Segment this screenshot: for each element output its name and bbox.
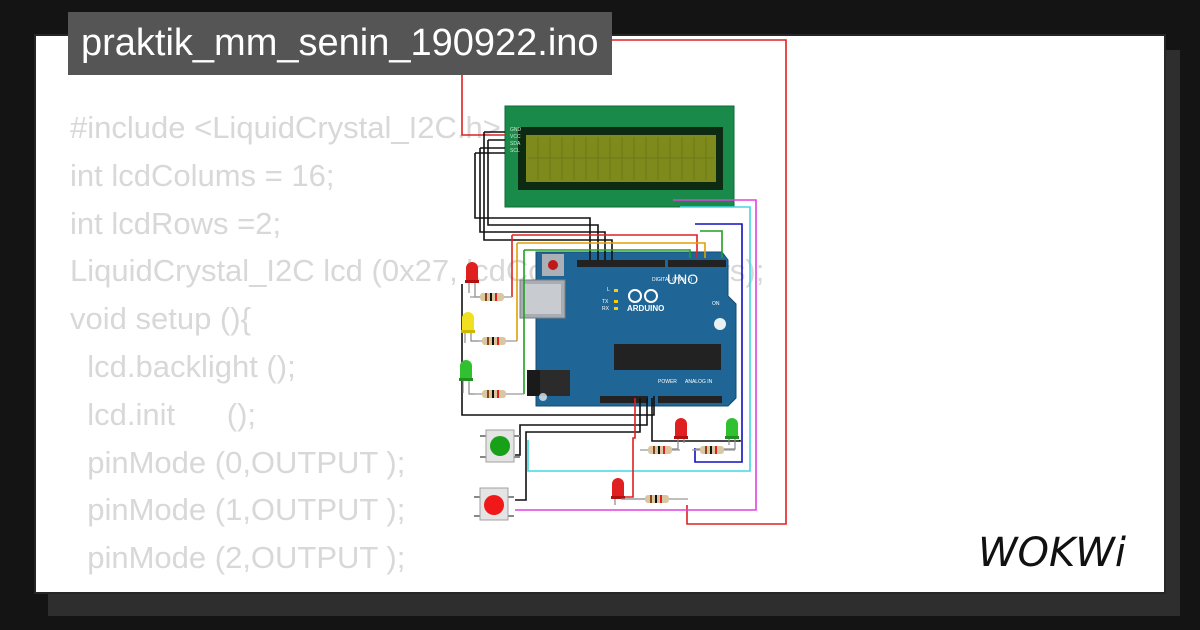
- lcd-pin-sda: SDA: [510, 141, 521, 147]
- lcd-character-cells: [528, 137, 714, 180]
- code-line: int lcdRows =2;: [70, 205, 282, 241]
- wires: [461, 39, 787, 525]
- analog-label: ANALOG IN: [685, 379, 713, 385]
- resistor-2: [475, 337, 517, 345]
- code-line: pinMode (0,OUTPUT );: [70, 444, 406, 480]
- code-line: void setup (){: [70, 301, 251, 337]
- code-line: #include <LiquidCrystal_I2C.h>: [70, 110, 501, 145]
- led-red-bottom[interactable]: [653, 418, 688, 450]
- on-label: ON: [712, 301, 720, 307]
- rx-label: RX: [602, 306, 610, 312]
- project-title[interactable]: praktik_mm_senin_190922.ino: [68, 12, 612, 75]
- resistor-3: [475, 390, 524, 398]
- wokwi-logo-text: WOKWi: [978, 530, 1126, 576]
- digital-label: DIGITAL (PWM ~): [652, 277, 692, 283]
- arduino-uno-board[interactable]: UNO ARDUINO DIGITAL (PWM ~) POWER ANALOG…: [519, 251, 737, 407]
- resistor-5: [692, 446, 735, 454]
- board-brand: ARDUINO: [627, 304, 664, 313]
- led-red-left[interactable]: [465, 262, 481, 298]
- resistor-6: [625, 495, 688, 503]
- code-line: pinMode (2,OUTPUT );: [70, 540, 406, 576]
- led-green-left[interactable]: [459, 360, 475, 395]
- code-line: lcd.init ();: [70, 396, 257, 432]
- pushbutton-red[interactable]: [474, 487, 514, 521]
- wokwi-logo: WOKWi: [978, 530, 1126, 576]
- code-line: pinMode (3,OUTPUT );: [70, 582, 764, 592]
- led-yellow-left[interactable]: [461, 312, 479, 343]
- lcd-pin-scl: SCL: [510, 148, 520, 154]
- code-line: int lcdColums = 16;: [70, 157, 335, 193]
- arduino-logo-icon: [628, 289, 658, 303]
- resistor-4: [640, 446, 680, 454]
- board-model: UNO: [667, 271, 698, 287]
- lcd-pin-vcc: VCC: [510, 134, 521, 140]
- pushbutton-green[interactable]: [480, 429, 520, 463]
- code-line: pinMode (1,OUTPUT );: [70, 492, 406, 528]
- lcd-display[interactable]: GND VCC SDA SCL: [504, 105, 735, 208]
- power-label: POWER: [658, 379, 677, 385]
- lcd-pin-gnd: GND: [510, 127, 522, 133]
- tx-label: TX: [602, 299, 609, 305]
- led-red-bottom-2[interactable]: [611, 478, 646, 505]
- l-label: L: [607, 287, 610, 293]
- led-green-bottom[interactable]: [695, 418, 739, 450]
- reset-button-cap: [548, 260, 558, 270]
- atmega-chip: [614, 344, 721, 370]
- resistor-1: [470, 293, 512, 301]
- code-line: lcd.backlight ();: [70, 348, 296, 384]
